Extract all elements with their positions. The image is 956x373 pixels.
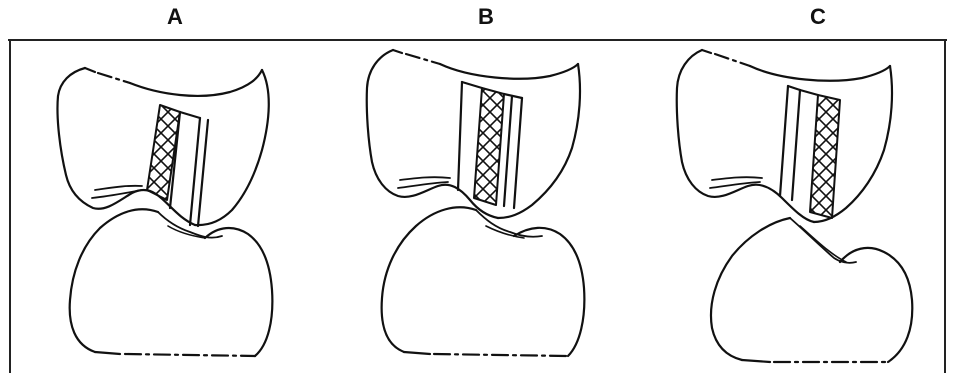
lower-tooth-b	[382, 207, 585, 356]
panel-a	[57, 68, 272, 356]
panel-c	[677, 50, 913, 362]
restoration-b	[458, 82, 522, 208]
lower-tooth-a	[70, 209, 273, 356]
restoration-a	[147, 105, 208, 226]
panel-b	[367, 50, 585, 356]
lower-tooth-c	[711, 218, 912, 362]
upper-tooth-b	[367, 50, 580, 218]
restoration-c	[780, 86, 840, 218]
